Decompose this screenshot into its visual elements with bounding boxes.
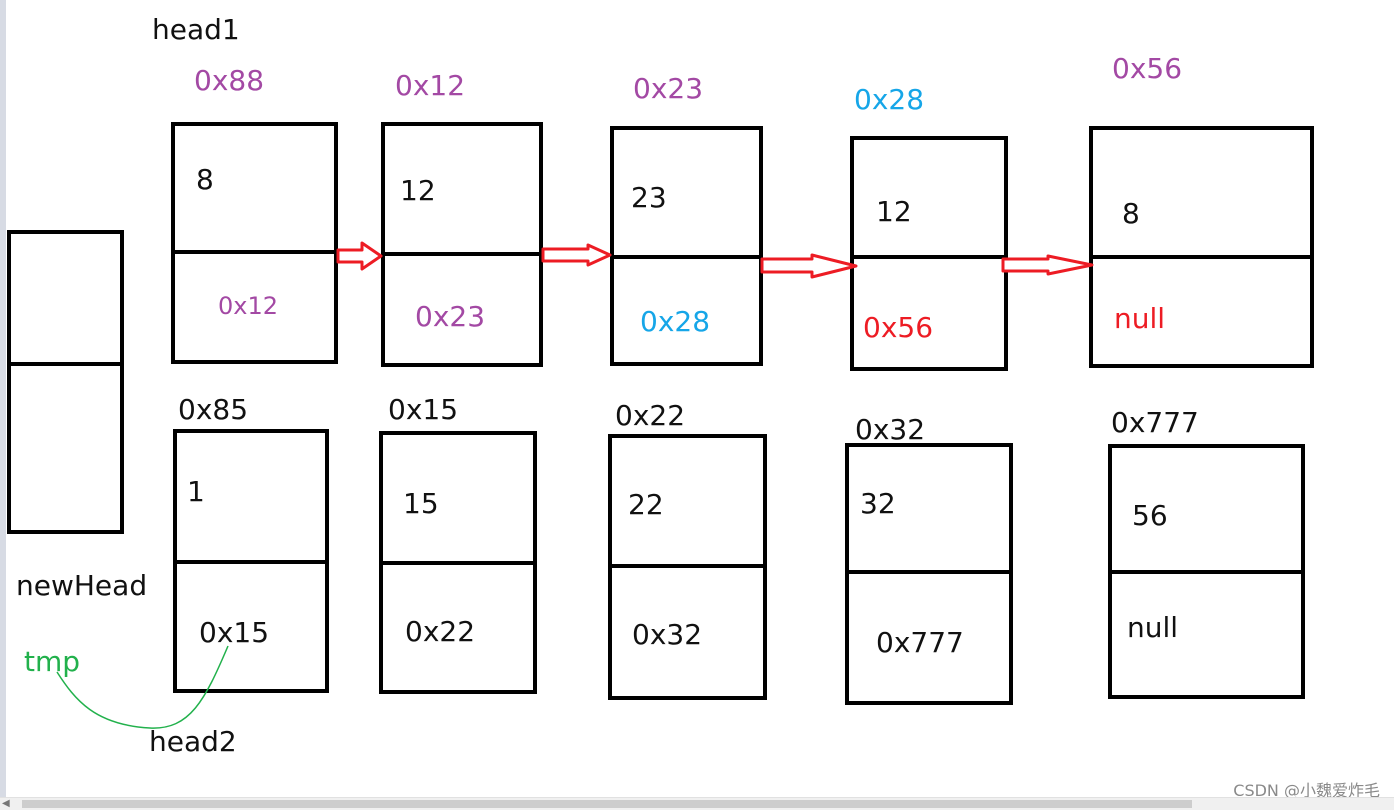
tmp-pointer-curve [56, 645, 229, 729]
list1-node-4 [850, 136, 1008, 371]
list1-address-3: 0x23 [633, 72, 704, 105]
newhead-label: newHead [16, 569, 148, 602]
list1-address-4: 0x28 [854, 83, 925, 116]
list2-node-5 [1108, 444, 1305, 699]
list1-address-1: 0x88 [194, 64, 265, 97]
list1-node-2 [381, 122, 543, 367]
list1-node-5 [1089, 126, 1314, 368]
list2-value-5: 56 [1132, 499, 1168, 532]
tmp-label: tmp [24, 645, 81, 678]
list1-next-5: null [1114, 302, 1166, 335]
watermark: CSDN @小魏爱炸毛 [1233, 781, 1380, 800]
head1-label: head1 [152, 13, 240, 46]
list1-next-1: 0x12 [218, 292, 279, 320]
list2-next-3: 0x32 [632, 618, 703, 651]
next-arrow-2 [541, 243, 612, 267]
list1-next-4: 0x56 [863, 311, 934, 344]
list1-address-2: 0x12 [395, 69, 466, 102]
head2-label: head2 [149, 725, 237, 758]
next-arrow-1 [336, 241, 383, 271]
list2-next-4: 0x777 [876, 626, 964, 659]
list2-node-4 [845, 443, 1013, 705]
list2-value-3: 22 [628, 488, 664, 521]
next-arrow-3 [760, 253, 858, 279]
scroll-left-icon[interactable]: ◀ [2, 798, 10, 809]
list2-address-5: 0x777 [1111, 406, 1199, 439]
list1-next-3: 0x28 [640, 305, 711, 338]
list1-address-5: 0x56 [1112, 52, 1183, 85]
list2-node-3 [608, 434, 767, 700]
list1-value-4: 12 [876, 195, 912, 228]
next-arrow-4 [1001, 254, 1094, 276]
horizontal-scrollbar[interactable]: ◀ [0, 797, 1394, 810]
list2-node-1 [173, 429, 329, 693]
list2-value-1: 1 [187, 475, 205, 508]
list1-node-1 [171, 122, 338, 364]
list2-address-3: 0x22 [615, 399, 686, 432]
list2-next-1: 0x15 [199, 616, 270, 649]
list2-address-1: 0x85 [178, 393, 249, 426]
list2-value-2: 15 [403, 487, 439, 520]
left-window-edge [0, 0, 6, 809]
scrollbar-thumb[interactable] [22, 800, 1192, 808]
list2-address-4: 0x32 [855, 413, 926, 446]
list2-value-4: 32 [860, 487, 896, 520]
list1-next-2: 0x23 [415, 300, 486, 333]
list2-node-2 [379, 431, 537, 694]
list1-value-5: 8 [1122, 197, 1140, 230]
list1-value-2: 12 [400, 174, 436, 207]
list2-address-2: 0x15 [388, 393, 459, 426]
list1-node-3 [610, 126, 763, 366]
newhead-node [7, 230, 124, 534]
list2-next-5: null [1127, 611, 1179, 644]
list1-value-1: 8 [196, 163, 214, 196]
list1-value-3: 23 [631, 181, 667, 214]
list2-next-2: 0x22 [405, 615, 476, 648]
